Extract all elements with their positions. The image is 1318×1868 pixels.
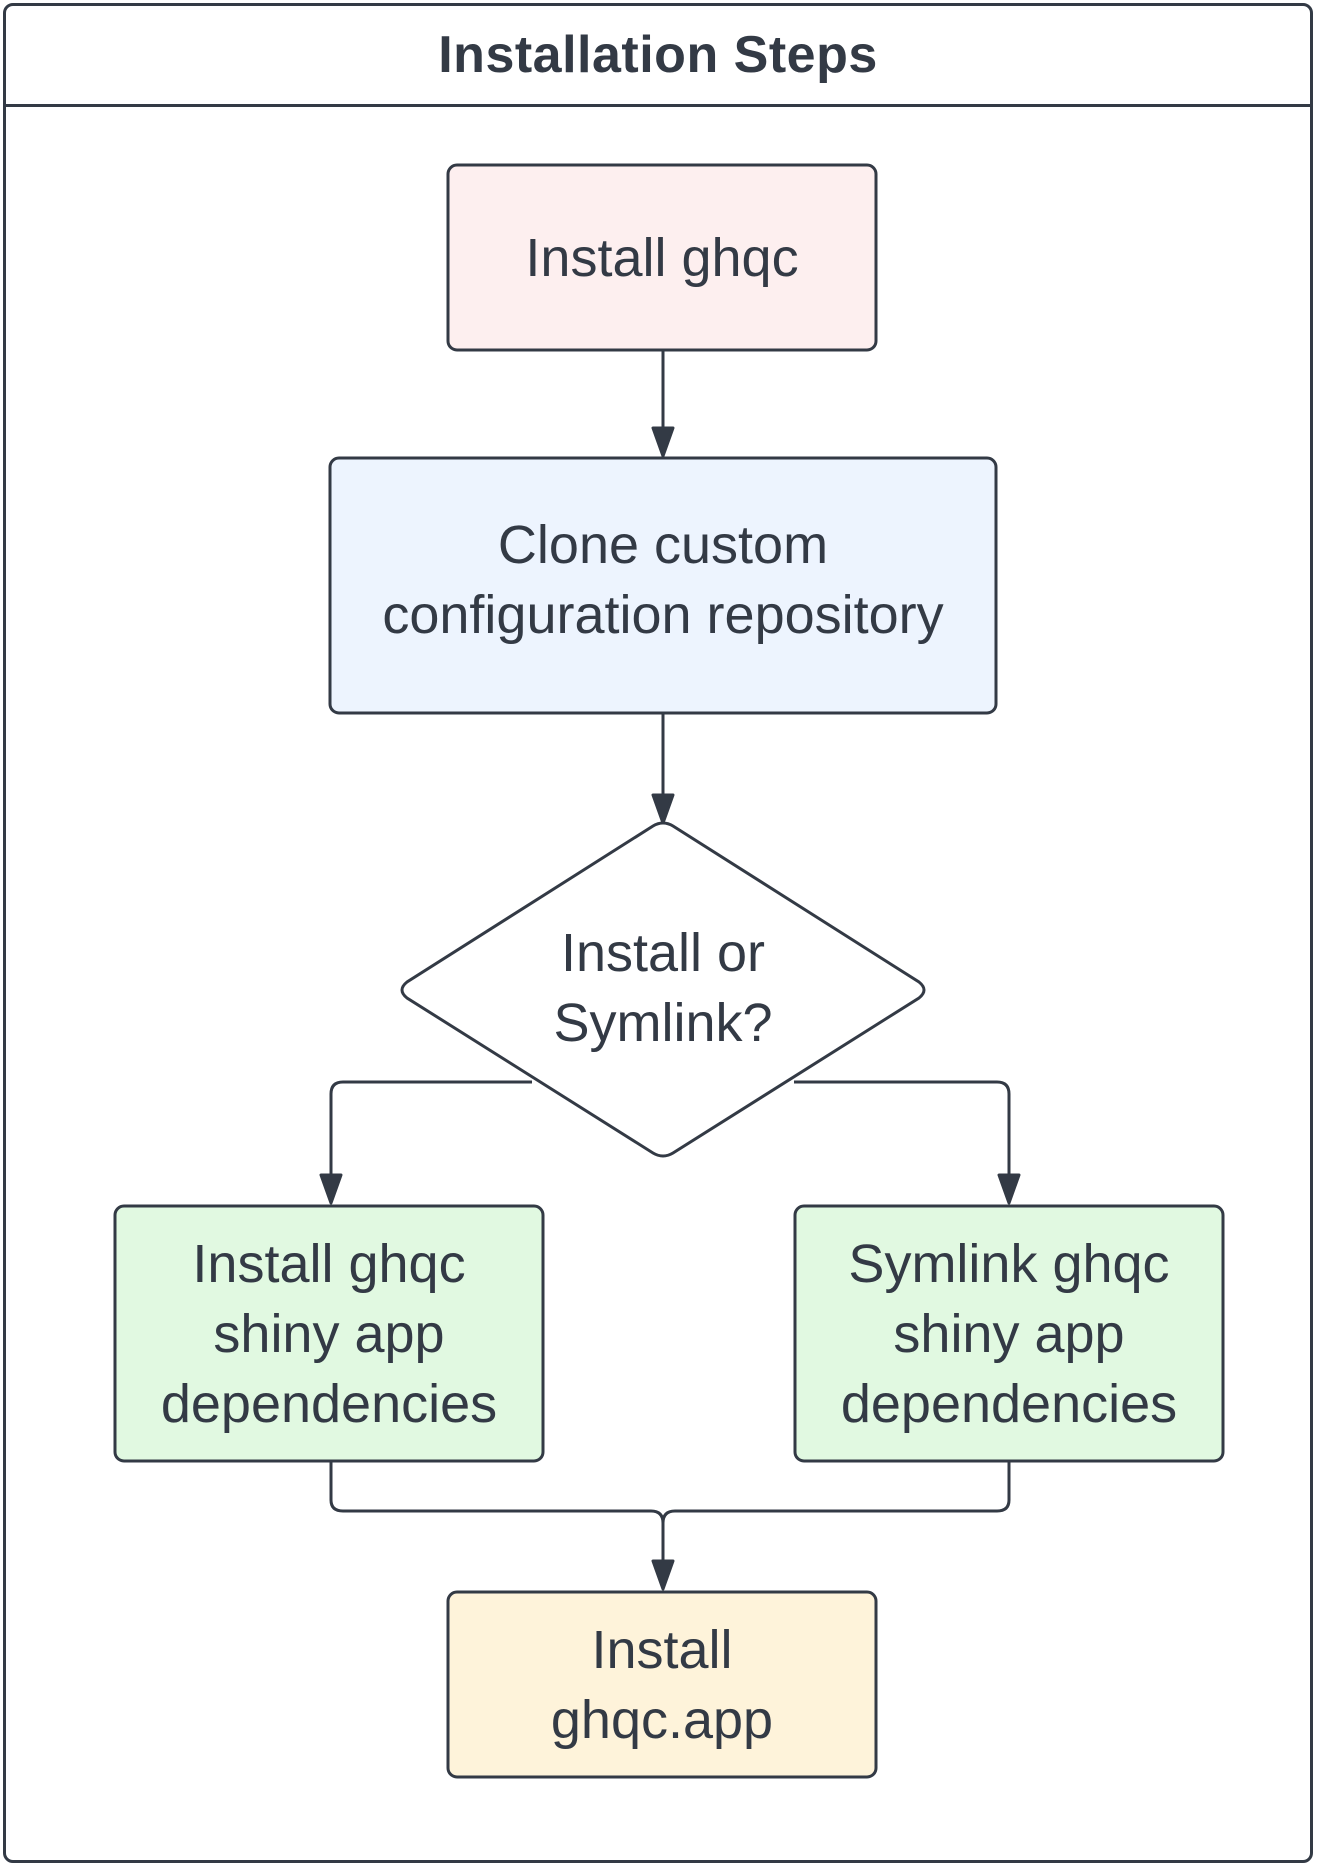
label-clone-repository: Clone custom configuration repository xyxy=(382,515,944,645)
label-decision: Install or Symlink? xyxy=(553,923,773,1053)
node-install-ghqc-app xyxy=(446,1590,878,1779)
arrowhead xyxy=(651,793,675,825)
node-decision-install-or-symlink xyxy=(400,821,926,1158)
arrowhead xyxy=(997,1173,1021,1205)
arrowhead xyxy=(319,1173,343,1205)
connector-install-deps-to-app xyxy=(329,1461,665,1561)
arrowhead xyxy=(651,426,675,458)
node-clone-repository xyxy=(328,456,998,715)
node-install-dependencies xyxy=(113,1204,545,1463)
label-install-ghqc-app: Install ghqc.app xyxy=(550,1619,774,1750)
label-symlink-dependencies: Symlink ghqc shiny app dependencies xyxy=(840,1233,1178,1434)
label-install-ghqc: Install ghqc xyxy=(525,227,799,288)
connector-symlink-deps-to-app xyxy=(661,1461,1011,1524)
node-symlink-dependencies xyxy=(793,1204,1225,1463)
diagram-title: Installation Steps xyxy=(438,26,878,84)
arrowhead xyxy=(651,1559,675,1591)
node-install-ghqc xyxy=(446,163,878,352)
connector-decision-to-symlink-deps xyxy=(794,1080,1011,1175)
label-install-dependencies: Install ghqc shiny app dependencies xyxy=(160,1233,498,1434)
connector-decision-to-install-deps xyxy=(329,1080,532,1175)
title-bar: Installation Steps xyxy=(6,6,1310,107)
diagram-container: Installation Steps xyxy=(3,3,1313,1863)
